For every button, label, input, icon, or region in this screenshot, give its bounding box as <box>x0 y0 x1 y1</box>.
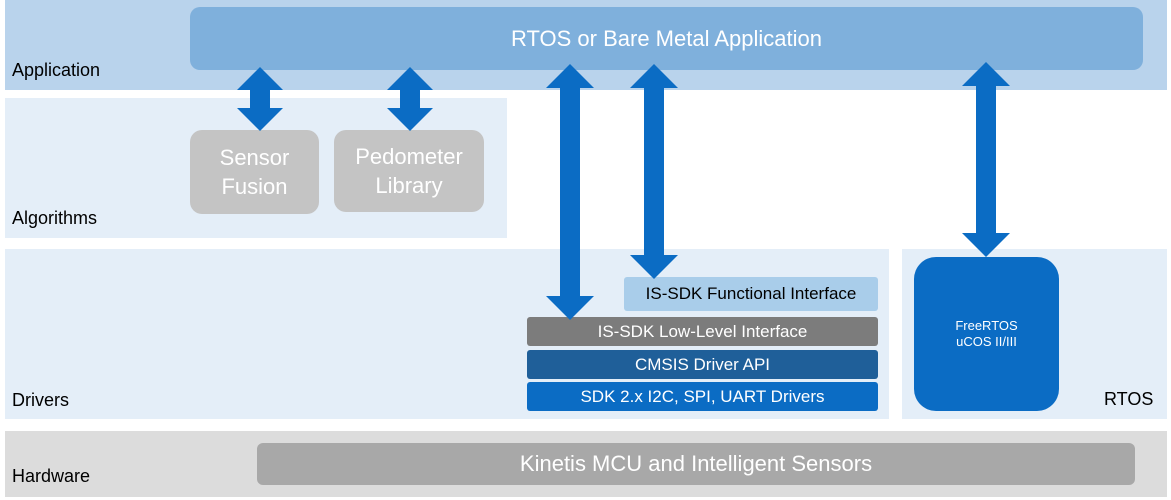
cmsis-driver-api-box: CMSIS Driver API <box>527 350 878 379</box>
layer-label-application: Application <box>12 60 101 80</box>
layer-label-rtos: RTOS <box>1104 389 1154 409</box>
double-arrow-rtos <box>962 62 1010 257</box>
cmsis-driver-api-label: CMSIS Driver API <box>634 354 771 374</box>
application-title: RTOS or Bare Metal Application <box>510 25 822 51</box>
sdk-drivers-box: SDK 2.x I2C, SPI, UART Drivers <box>527 382 878 411</box>
layer-label-hardware: Hardware <box>12 466 91 486</box>
hardware-title: Kinetis MCU and Intelligent Sensors <box>519 451 873 476</box>
sensor-fusion-line-1: Sensor <box>219 145 290 170</box>
rtos-line-1: FreeRTOS <box>955 318 1018 333</box>
double-arrow-pedometer <box>387 67 433 131</box>
sensor-fusion-box: Sensor Fusion <box>190 130 319 214</box>
sdk-drivers-label: SDK 2.x I2C, SPI, UART Drivers <box>580 386 825 406</box>
low-level-interface-label: IS-SDK Low-Level Interface <box>597 321 808 341</box>
layer-label-algorithms: Algorithms <box>12 208 98 228</box>
pedometer-library-box: Pedometer Library <box>334 130 484 212</box>
double-arrow-low-level <box>546 64 594 320</box>
hardware-box: Kinetis MCU and Intelligent Sensors <box>257 443 1135 485</box>
rtos-box: FreeRTOS uCOS II/III <box>914 257 1059 411</box>
functional-interface-label: IS-SDK Functional Interface <box>645 284 857 303</box>
sensor-fusion-line-2: Fusion <box>221 174 288 199</box>
low-level-interface-box: IS-SDK Low-Level Interface <box>527 317 878 346</box>
pedometer-line-2: Library <box>375 173 443 198</box>
double-arrow-sensor-fusion <box>237 67 283 131</box>
layer-label-drivers: Drivers <box>12 390 69 410</box>
pedometer-line-1: Pedometer <box>355 144 463 169</box>
functional-interface-box: IS-SDK Functional Interface <box>624 277 878 311</box>
rtos-line-2: uCOS II/III <box>956 334 1017 349</box>
double-arrow-functional <box>630 64 678 279</box>
application-box: RTOS or Bare Metal Application <box>190 7 1143 70</box>
